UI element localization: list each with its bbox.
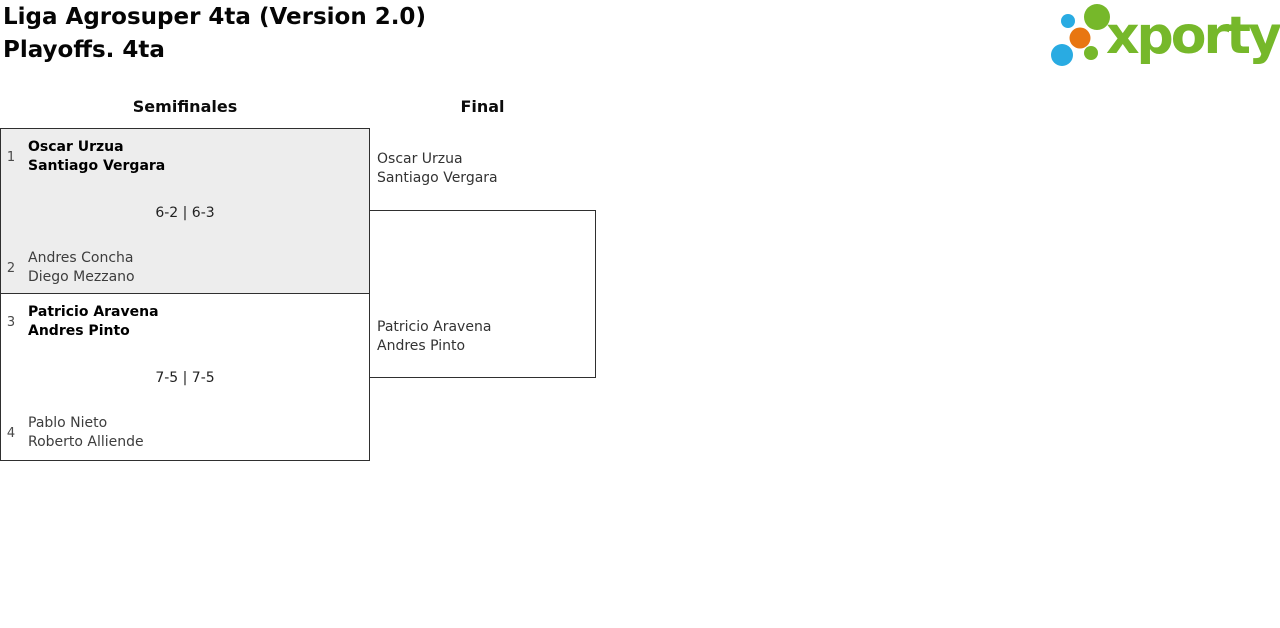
team-row-seed2: 2 Andres Concha Diego Mezzano	[1, 249, 369, 287]
seed-number: 4	[6, 425, 16, 441]
player-name: Andres Pinto	[377, 338, 466, 354]
player-name: Santiago Vergara	[28, 158, 166, 174]
team-row-seed3: 3 Patricio Aravena Andres Pinto	[1, 303, 369, 341]
team-row-seed4: 4 Pablo Nieto Roberto Alliende	[1, 414, 369, 452]
team-players: Patricio Aravena Andres Pinto	[21, 303, 159, 341]
player-name: Diego Mezzano	[28, 269, 135, 285]
final-team-top: Oscar Urzua Santiago Vergara	[377, 150, 498, 188]
player-name: Andres Pinto	[28, 323, 130, 339]
team-players: Andres Concha Diego Mezzano	[21, 249, 135, 287]
semifinal-match-1[interactable]: 1 Oscar Urzua Santiago Vergara 6-2 | 6-3…	[0, 128, 370, 293]
xporty-logo-icon	[1051, 4, 1110, 66]
player-name: Andres Concha	[28, 250, 134, 266]
final-match[interactable]	[369, 210, 596, 378]
logo-dot-blue-small	[1061, 14, 1075, 28]
semifinal-match-2[interactable]: 3 Patricio Aravena Andres Pinto 7-5 | 7-…	[0, 293, 370, 461]
logo-dot-green-large	[1084, 4, 1110, 30]
seed-number: 1	[6, 149, 16, 165]
player-name: Pablo Nieto	[28, 415, 108, 431]
logo-dot-orange	[1069, 27, 1091, 49]
tournament-title-line2: Playoffs. 4ta	[3, 37, 165, 63]
match-score: 6-2 | 6-3	[155, 205, 215, 221]
xporty-logo-wordmark: xporty	[1106, 6, 1280, 66]
logo-dot-blue-large	[1051, 44, 1073, 66]
player-name: Oscar Urzua	[28, 139, 124, 155]
seed-number: 2	[6, 260, 16, 276]
team-players: Pablo Nieto Roberto Alliende	[21, 414, 144, 452]
final-team-bottom: Patricio Aravena Andres Pinto	[377, 318, 491, 356]
player-name: Oscar Urzua	[377, 151, 463, 167]
round-header-final: Final	[460, 97, 505, 116]
tournament-title-line1: Liga Agrosuper 4ta (Version 2.0)	[3, 4, 426, 30]
seed-number: 3	[6, 314, 16, 330]
match-score: 7-5 | 7-5	[155, 370, 215, 386]
team-players: Oscar Urzua Santiago Vergara	[21, 138, 165, 176]
tournament-title: Liga Agrosuper 4ta (Version 2.0) Playoff…	[3, 1, 426, 67]
logo-dot-green-small	[1084, 46, 1098, 60]
player-name: Patricio Aravena	[28, 304, 159, 320]
player-name: Santiago Vergara	[377, 170, 498, 186]
team-row-seed1: 1 Oscar Urzua Santiago Vergara	[1, 138, 369, 176]
player-name: Patricio Aravena	[377, 319, 492, 335]
player-name: Roberto Alliende	[28, 434, 144, 450]
round-header-semifinales: Semifinales	[132, 97, 238, 116]
xporty-logo[interactable]: xporty	[1048, 0, 1280, 75]
